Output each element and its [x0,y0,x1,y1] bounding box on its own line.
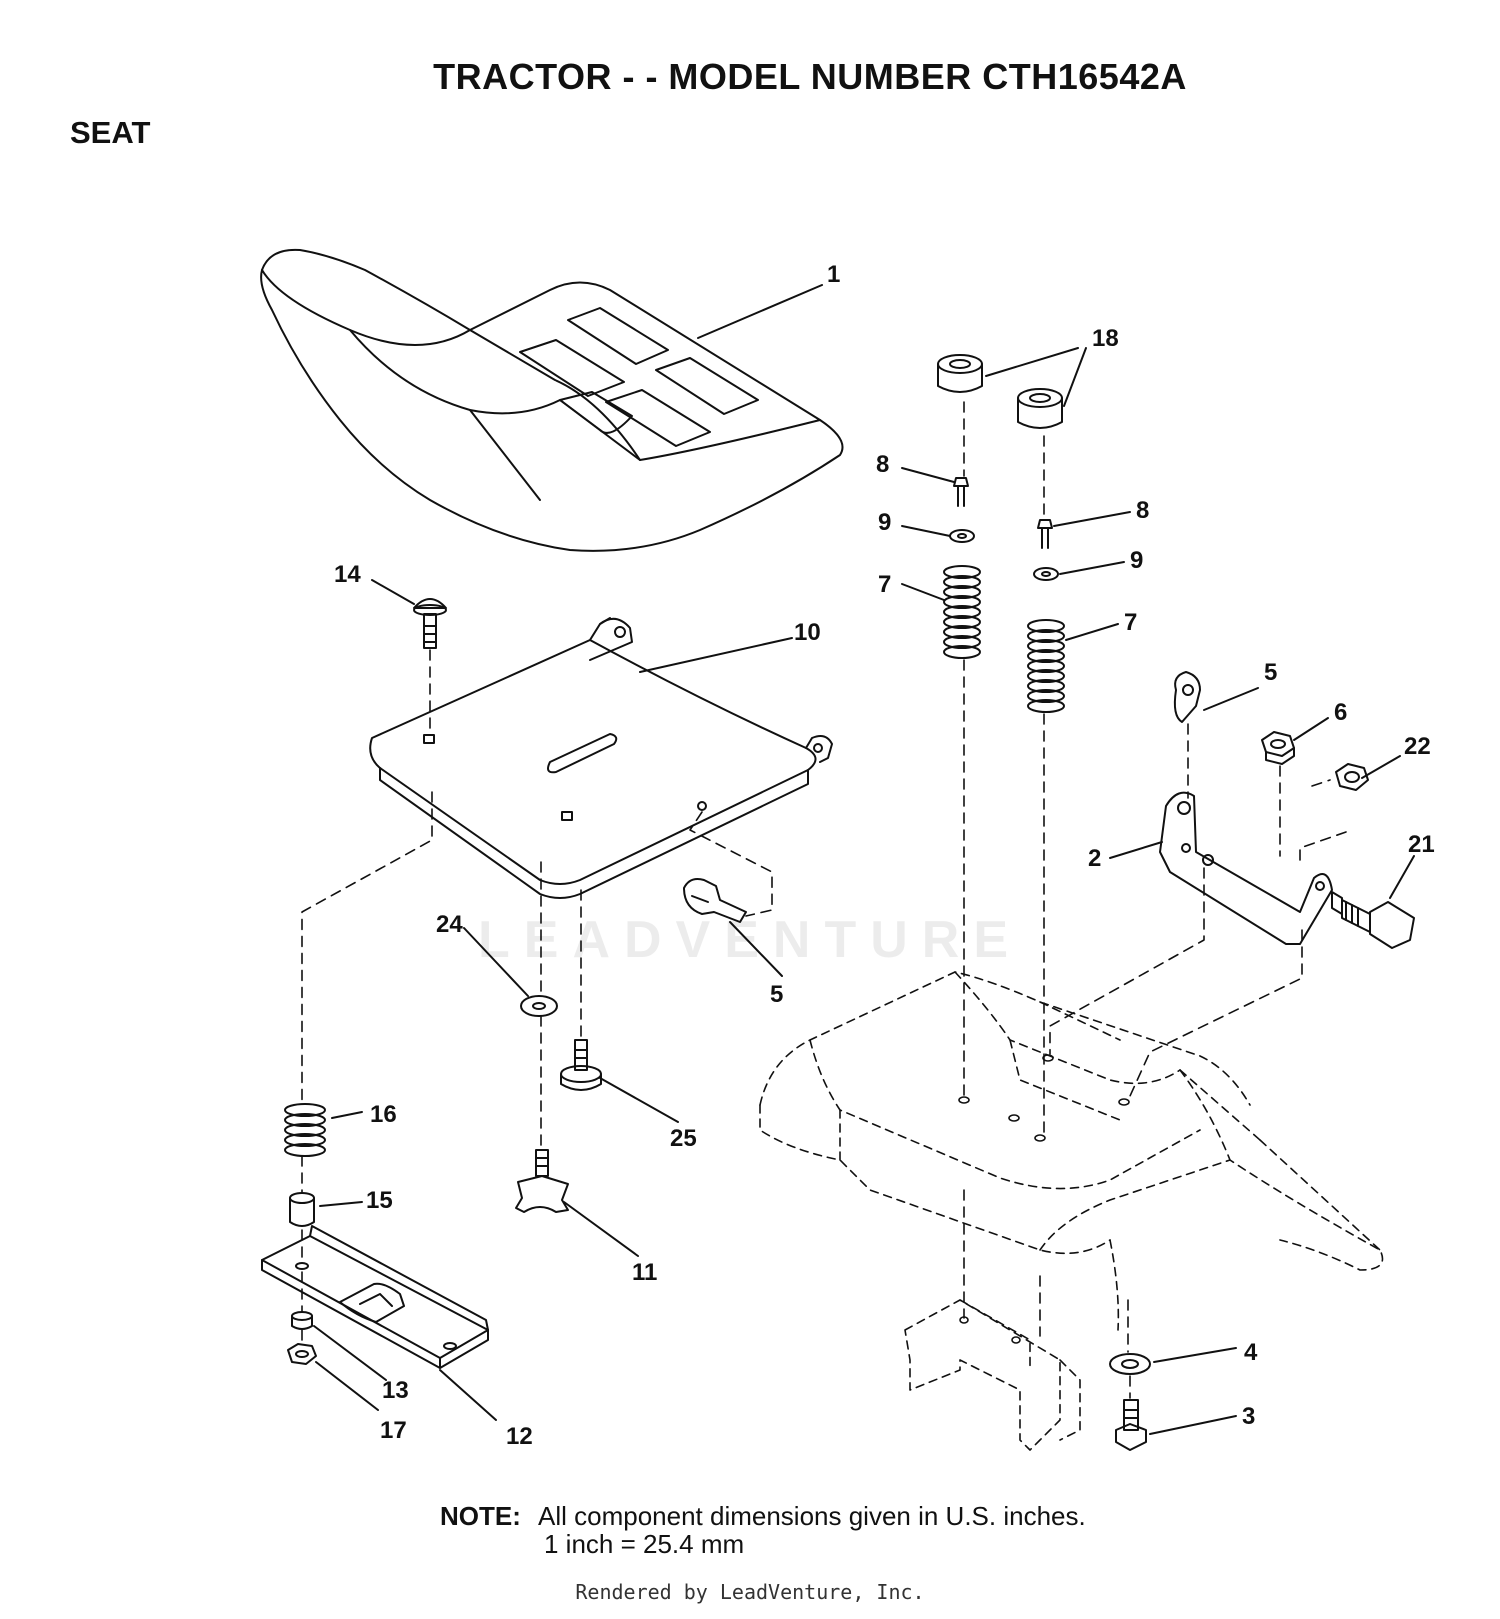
bracket-part[interactable] [1159,791,1333,945]
callout-16: 16 [370,1101,397,1128]
callout-4: 4 [1244,1339,1258,1366]
callout-8b: 8 [1136,497,1149,524]
bushing-part[interactable] [289,1192,315,1227]
watermark-text: LEADVENTURE [478,911,1023,969]
callout-3: 3 [1242,1403,1255,1430]
callout-12: 12 [506,1423,533,1450]
frame-holes [958,1054,1130,1344]
callout-24: 24 [436,911,463,938]
flat-washer-part[interactable] [520,995,558,1017]
render-credit: Rendered by LeadVenture, Inc. [575,1580,925,1604]
callout-15: 15 [366,1187,393,1214]
screw-part[interactable] [953,477,1053,549]
callout-1: 1 [827,261,840,288]
callout-10: 10 [794,619,821,646]
callout-6: 6 [1334,699,1347,726]
seat-part[interactable] [260,248,844,552]
callout-17: 17 [380,1417,407,1444]
dimensions-note: NOTE: All component dimensions given in U… [440,1502,1086,1558]
callout-7b: 7 [1124,609,1137,636]
note-label: NOTE: [440,1501,521,1531]
callout-labels: 1 18 8 8 9 9 7 7 14 10 5 6 22 2 21 5 24 … [334,261,1435,1450]
callout-25: 25 [670,1125,697,1152]
tractor-frame-outline [759,971,1384,1451]
slide-plate-part[interactable] [261,1225,489,1369]
assembly-guide-lines [301,401,1347,1399]
callout-5a: 5 [1264,659,1277,686]
frame-bolt-part[interactable] [1115,1399,1147,1451]
spring-part[interactable] [943,565,1065,713]
frame-washer-part[interactable] [1109,1353,1151,1375]
note-line-1: All component dimensions given in U.S. i… [538,1501,1086,1531]
callout-13: 13 [382,1377,409,1404]
callout-22: 22 [1404,733,1431,760]
adjustment-knob-part[interactable] [515,1149,569,1213]
callout-9b: 9 [1130,547,1143,574]
callout-2: 2 [1088,845,1101,872]
callout-5b: 5 [770,981,783,1008]
callout-7a: 7 [878,571,891,598]
compression-spring-part[interactable] [284,1103,326,1157]
shoulder-bolt-part[interactable] [1331,891,1415,949]
shoulder-screw-part[interactable] [560,1039,602,1091]
spacer-part[interactable] [937,354,1063,429]
callout-8a: 8 [876,451,889,478]
leader-lines [313,284,1415,1435]
diagram-title: TRACTOR - - MODEL NUMBER CTH16542A [433,56,1187,97]
callout-21: 21 [1408,831,1435,858]
callout-18: 18 [1092,325,1119,352]
hex-nut-part[interactable] [1261,731,1369,791]
hinge-clip-part[interactable] [683,671,1201,923]
callout-11: 11 [632,1259,657,1286]
seat-pan-part[interactable] [369,617,833,899]
callout-9a: 9 [878,509,891,536]
callout-14: 14 [334,561,361,588]
section-title: SEAT [70,115,151,150]
carriage-bolt-part[interactable] [413,598,447,649]
note-line-2: 1 inch = 25.4 mm [544,1529,745,1559]
